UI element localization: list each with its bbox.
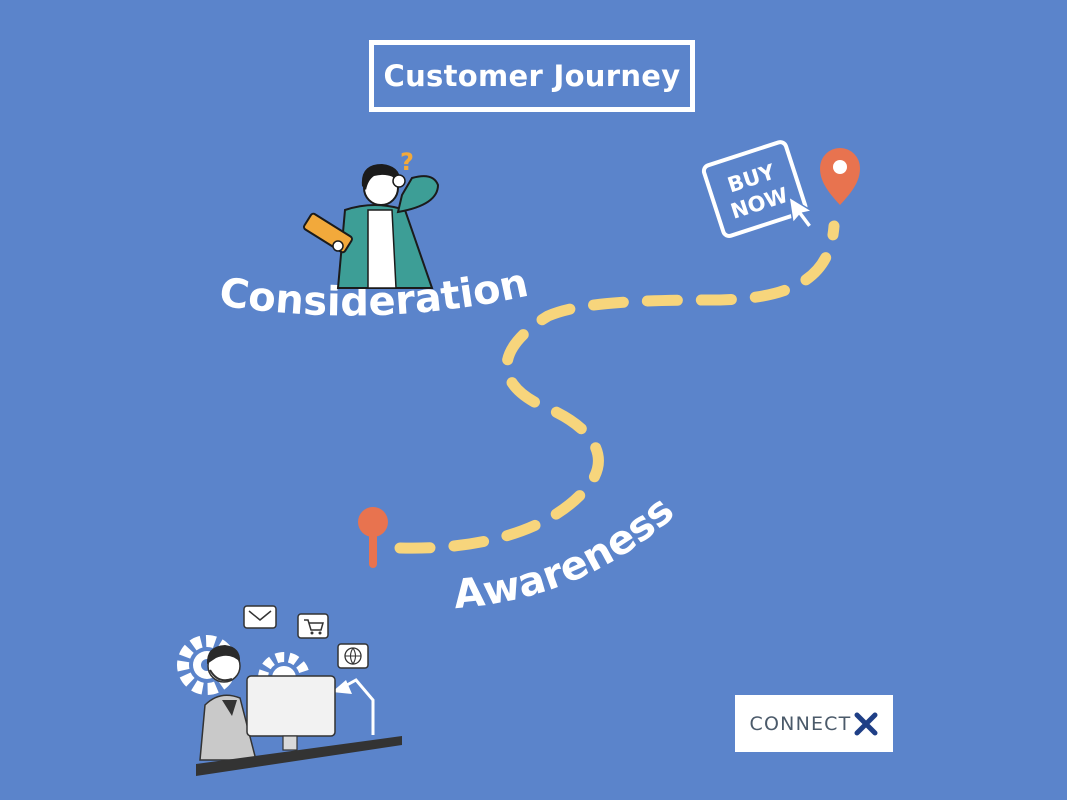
logo-text: CONNECT <box>749 712 852 735</box>
start-pin-icon <box>358 507 388 568</box>
shopping-cart-icon <box>297 613 329 639</box>
cursor-icon <box>788 195 814 230</box>
title-box: Customer Journey <box>369 40 695 112</box>
svg-text:?: ? <box>400 148 414 176</box>
journey-path <box>394 220 840 554</box>
connectx-logo: CONNECT <box>735 695 893 752</box>
envelope-icon <box>243 605 277 629</box>
lamp-icon <box>332 678 375 735</box>
page-title: Customer Journey <box>383 59 681 93</box>
location-pin-icon <box>820 148 860 205</box>
globe-icon <box>337 643 369 669</box>
confused-person-icon: ? <box>303 148 440 289</box>
buy-now-icon: BUY NOW <box>701 140 808 238</box>
x-mark-icon <box>854 712 878 735</box>
person-at-computer-icon <box>177 605 402 776</box>
